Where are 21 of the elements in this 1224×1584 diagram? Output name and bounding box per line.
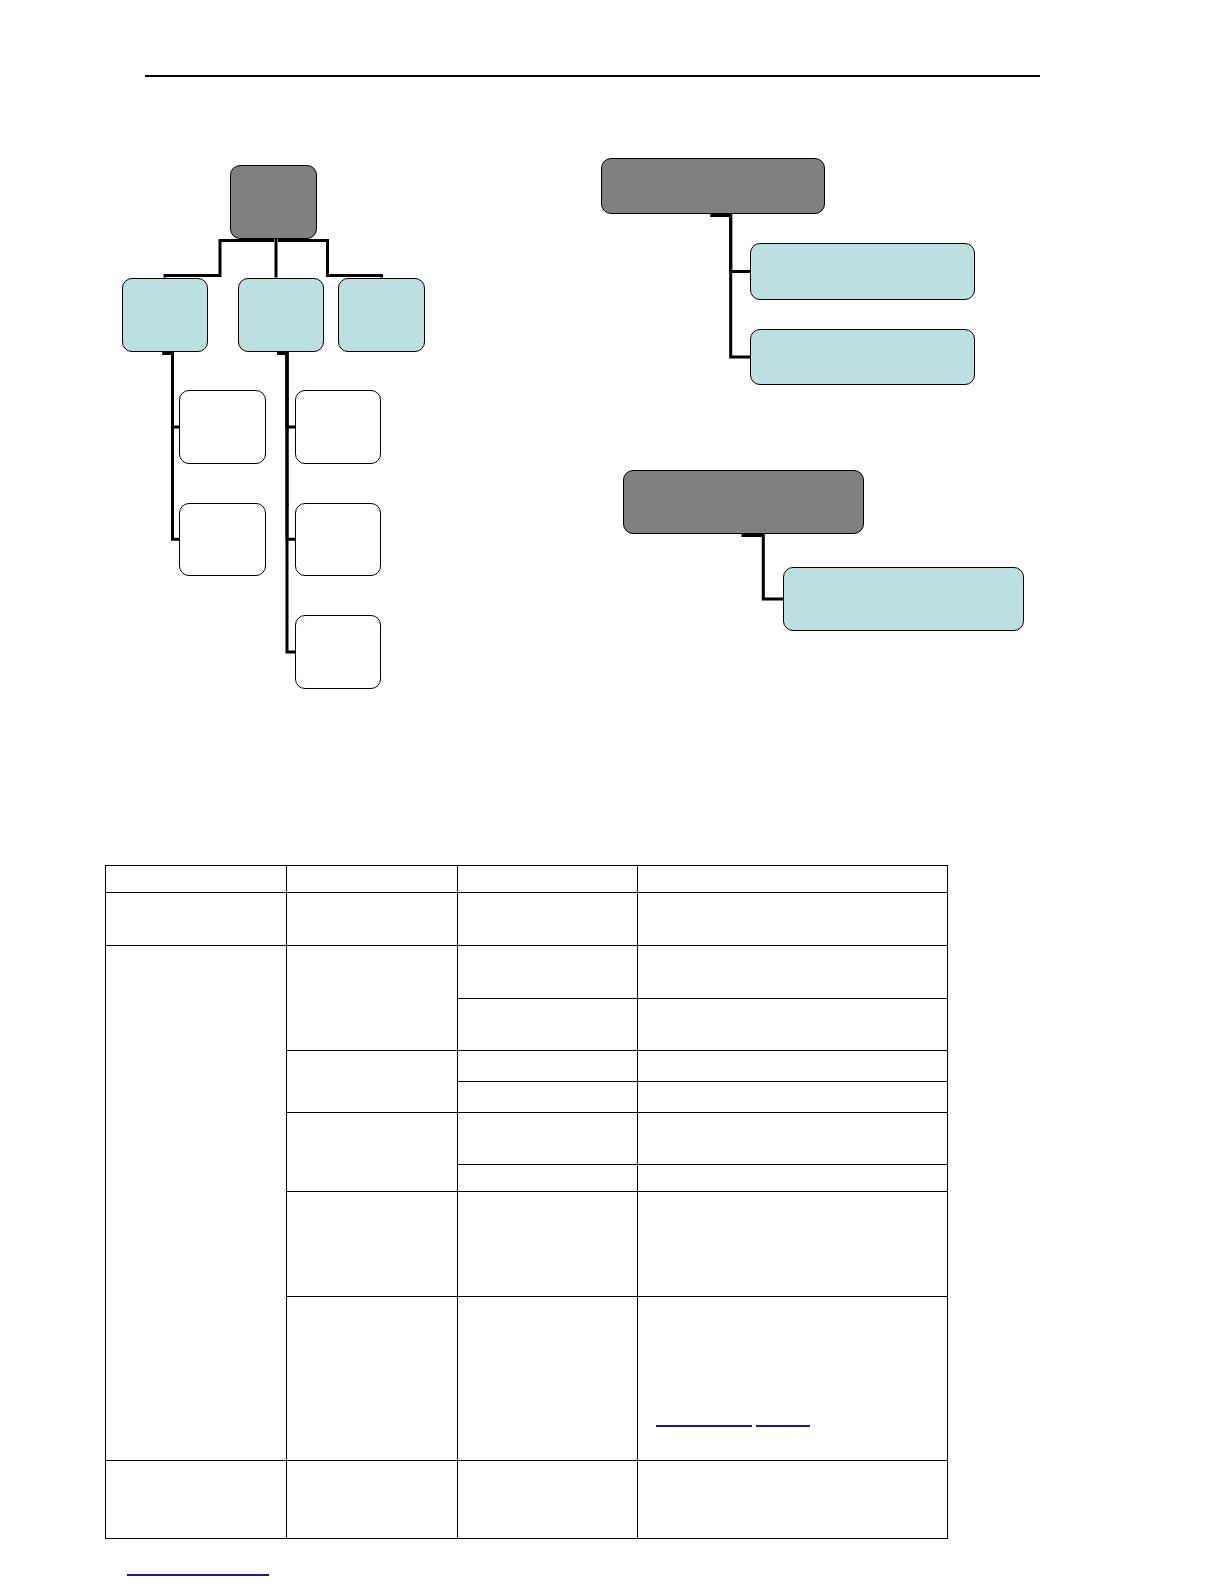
org-chart-box — [295, 502, 381, 576]
org-chart-box — [179, 390, 266, 464]
org-chart-box — [295, 390, 381, 464]
org-chart-box — [750, 243, 975, 300]
org-chart-box — [230, 165, 317, 239]
connector-line — [274, 239, 278, 278]
org-chart-box — [295, 615, 381, 689]
org-chart-box — [237, 277, 324, 352]
org-chart-box — [601, 158, 825, 214]
org-chart-box — [623, 470, 864, 534]
org-chart-box — [338, 277, 425, 352]
org-chart-box — [179, 502, 266, 576]
org-chart-box — [750, 329, 975, 385]
org-chart-box — [783, 567, 1024, 631]
connector-line — [278, 237, 383, 279]
connector-line — [162, 350, 179, 541]
connector-line — [163, 237, 274, 279]
connector-line — [710, 212, 750, 359]
connector-line — [741, 532, 783, 601]
connector-line — [277, 350, 295, 654]
org-chart-box — [122, 277, 208, 352]
